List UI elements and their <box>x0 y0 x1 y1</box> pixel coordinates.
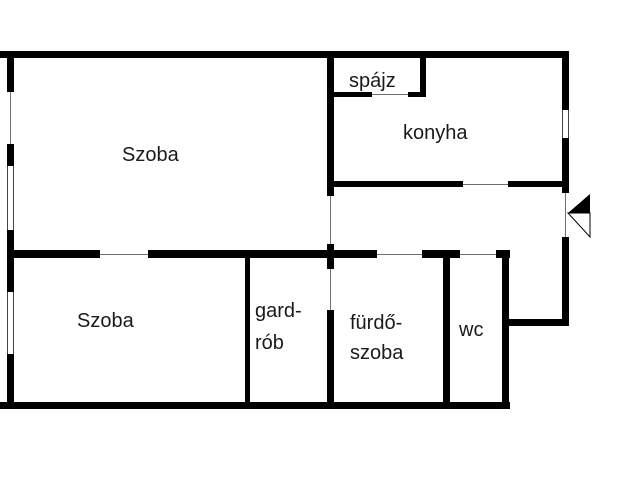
room-label-toilet: wc <box>459 319 484 341</box>
wall-kitchen-bottom <box>508 181 569 187</box>
wall-pantry-bottom <box>327 92 372 97</box>
door-entrance <box>565 193 566 237</box>
wall-bathroom-wc <box>443 250 450 405</box>
window-left-1 <box>7 166 14 230</box>
wall-top <box>0 51 569 58</box>
room-label-bathroom-line2: szoba <box>350 342 404 364</box>
door-toilet <box>460 254 496 255</box>
wall-left <box>7 144 14 166</box>
room-label-kitchen: konyha <box>403 122 468 144</box>
room-label-wardrobe-line1: gard- <box>255 300 302 322</box>
wall-right <box>562 51 569 110</box>
wall-left <box>7 51 14 92</box>
wall-right <box>562 138 569 193</box>
door-room-large <box>330 196 331 244</box>
wall-pantry-bottom <box>408 92 426 97</box>
door-room-small <box>100 254 148 255</box>
entrance-arrow-icon <box>566 194 591 239</box>
room-label-small-room: Szoba <box>77 310 134 332</box>
wall-wc-right <box>502 250 509 409</box>
wall-middle <box>422 250 460 258</box>
wall-wardrobe <box>245 250 250 405</box>
door-wardrobe <box>330 269 331 310</box>
wall-middle <box>7 250 100 258</box>
wall-right <box>562 237 569 326</box>
door-bathroom <box>377 254 422 255</box>
wall-bottom <box>0 402 510 409</box>
opening-left-top <box>10 92 11 144</box>
wall-middle <box>148 250 377 258</box>
window-kitchen <box>562 110 569 138</box>
window-left-2 <box>7 292 14 354</box>
door-pantry <box>372 94 408 95</box>
door-kitchen <box>463 184 508 185</box>
wall-post <box>327 244 334 269</box>
room-label-large-room: Szoba <box>122 144 179 166</box>
wall-connector <box>502 319 569 326</box>
room-label-wardrobe-line2: rób <box>255 332 284 354</box>
room-label-pantry: spájz <box>349 70 396 92</box>
wall-kitchen-bottom <box>327 181 463 187</box>
wall-central <box>327 310 334 405</box>
wall-left <box>7 230 14 292</box>
room-label-bathroom-line1: fürdő- <box>350 312 403 334</box>
wall-left <box>7 354 14 406</box>
wall-central <box>327 51 334 196</box>
wall-pantry-right <box>420 51 426 97</box>
